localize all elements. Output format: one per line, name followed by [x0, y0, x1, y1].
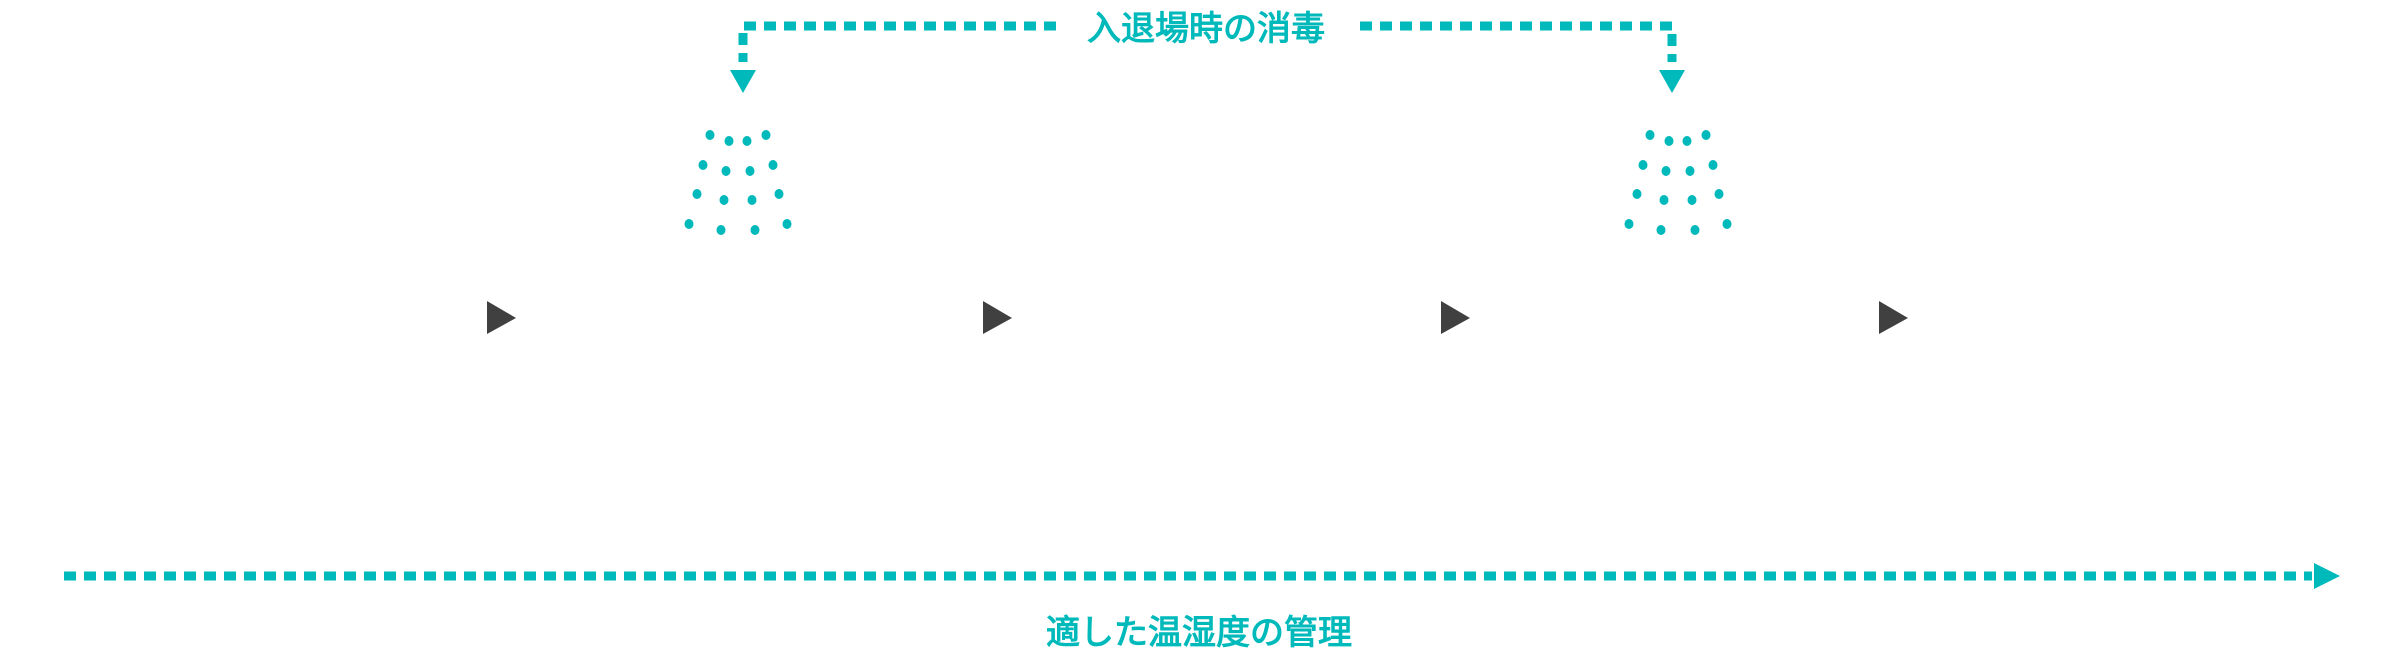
spray-dot	[1701, 130, 1711, 140]
spray-dot	[1687, 195, 1697, 205]
spray-dot	[761, 130, 771, 140]
spray-dot	[1714, 189, 1724, 199]
spray-dot	[742, 136, 752, 146]
spray-dot	[724, 136, 734, 146]
spray-dot	[1708, 160, 1718, 170]
spray-dot	[1645, 130, 1655, 140]
spray-dot	[774, 189, 784, 199]
spray-dot	[1664, 136, 1674, 146]
spray-dot	[750, 225, 760, 235]
bracket-right-line	[1360, 21, 1677, 62]
spray-dot	[1722, 219, 1732, 229]
bottom-label: 適した温湿度の管理	[1046, 613, 1352, 653]
spray-dot	[719, 195, 729, 205]
step-arrow-icon	[1441, 301, 1470, 334]
arrowhead-down-left-icon	[730, 70, 756, 93]
spray-dot	[716, 225, 726, 235]
spray-dot	[1638, 160, 1648, 170]
bracket-left-line	[738, 21, 1056, 62]
step-arrow-icon	[487, 301, 516, 334]
spray-dot	[705, 130, 715, 140]
spray-dot	[745, 166, 755, 176]
spray-dot	[1632, 189, 1642, 199]
spray-dot	[1661, 166, 1671, 176]
top-bracket-connector	[738, 21, 1677, 62]
spray-dot	[1624, 219, 1634, 229]
spray-dot	[782, 219, 792, 229]
spray-dot	[1682, 136, 1692, 146]
top-label: 入退場時の消毒	[1087, 9, 1325, 49]
timeline-arrowhead-icon	[2314, 563, 2340, 589]
spray-dot	[684, 219, 694, 229]
spray-dot	[1685, 166, 1695, 176]
spray-dot	[698, 160, 708, 170]
spray-dot	[1659, 195, 1669, 205]
step-arrow-icon	[983, 301, 1012, 334]
spray-mist-icon	[684, 130, 792, 235]
spray-dot	[692, 189, 702, 199]
step-arrow-icon	[1879, 301, 1908, 334]
spray-dot	[768, 160, 778, 170]
spray-dot	[1690, 225, 1700, 235]
arrowhead-down-right-icon	[1659, 70, 1685, 93]
spray-dot	[1656, 225, 1666, 235]
spray-mist-icon	[1624, 130, 1732, 235]
spray-dot	[747, 195, 757, 205]
spray-dot	[721, 166, 731, 176]
